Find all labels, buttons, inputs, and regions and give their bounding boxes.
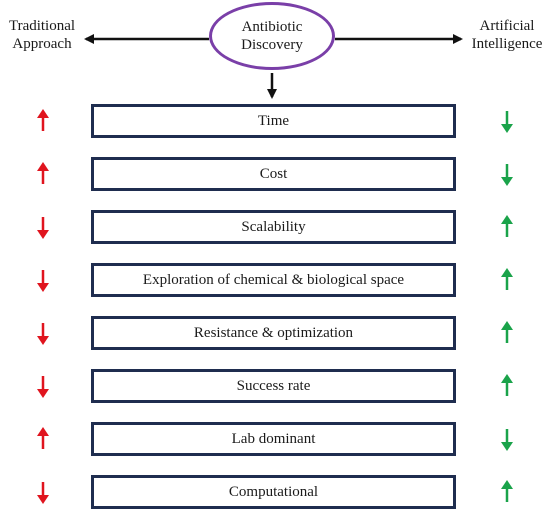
ai-indicator: [497, 422, 517, 456]
ai-down-arrow-icon: [501, 429, 513, 451]
comparison-row: Time: [0, 104, 550, 138]
traditional-indicator: [33, 104, 53, 138]
comparison-row: Success rate: [0, 369, 550, 403]
row-label-box: Time: [91, 104, 456, 138]
traditional-down-arrow-icon: [37, 482, 49, 504]
row-label-box: Scalability: [91, 210, 456, 244]
traditional-label-line2: Approach: [12, 36, 72, 52]
ai-label-line1: Artificial: [479, 18, 535, 34]
ai-up-arrow-icon: [501, 268, 513, 290]
row-label: Exploration of chemical & biological spa…: [142, 271, 405, 288]
row-label-box: Lab dominant: [91, 422, 456, 456]
traditional-up-arrow-icon: [37, 109, 49, 131]
row-label: Lab dominant: [231, 430, 316, 447]
row-label: Time: [257, 112, 290, 129]
comparison-row: Scalability: [0, 210, 550, 244]
traditional-indicator: [33, 369, 53, 403]
ai-indicator: [497, 263, 517, 297]
comparison-row: Exploration of chemical & biological spa…: [0, 263, 550, 297]
ai-down-arrow-icon: [501, 164, 513, 186]
traditional-indicator: [33, 210, 53, 244]
ai-up-arrow-icon: [501, 374, 513, 396]
row-label: Cost: [259, 165, 288, 182]
ai-up-arrow-icon: [501, 321, 513, 343]
traditional-indicator: [33, 157, 53, 191]
traditional-indicator: [33, 263, 53, 297]
oval-label-line1: Antibiotic: [241, 19, 303, 35]
row-label: Success rate: [236, 377, 311, 394]
comparison-row: Lab dominant: [0, 422, 550, 456]
ai-indicator: [497, 475, 517, 509]
row-label-box: Computational: [91, 475, 456, 509]
ai-indicator: [497, 369, 517, 403]
traditional-down-arrow-icon: [37, 376, 49, 398]
artificial-intelligence-label: Artificial Intelligence: [464, 17, 550, 53]
row-label-box: Resistance & optimization: [91, 316, 456, 350]
row-label: Scalability: [241, 218, 306, 235]
traditional-indicator: [33, 316, 53, 350]
ai-up-arrow-icon: [501, 215, 513, 237]
traditional-up-arrow-icon: [37, 162, 49, 184]
ai-indicator: [497, 210, 517, 244]
ai-indicator: [497, 316, 517, 350]
ai-indicator: [497, 157, 517, 191]
ai-up-arrow-icon: [501, 480, 513, 502]
traditional-indicator: [33, 475, 53, 509]
comparison-row: Cost: [0, 157, 550, 191]
traditional-up-arrow-icon: [37, 427, 49, 449]
row-label-box: Exploration of chemical & biological spa…: [91, 263, 456, 297]
row-label: Computational: [228, 483, 319, 500]
traditional-label-line1: Traditional: [8, 18, 76, 34]
traditional-down-arrow-icon: [37, 323, 49, 345]
antibiotic-discovery-oval: Antibiotic Discovery: [209, 2, 335, 70]
traditional-indicator: [33, 422, 53, 456]
row-label-box: Cost: [91, 157, 456, 191]
traditional-down-arrow-icon: [37, 217, 49, 239]
ai-label-line2: Intelligence: [471, 36, 543, 52]
traditional-down-arrow-icon: [37, 270, 49, 292]
row-label: Resistance & optimization: [193, 324, 354, 341]
ai-down-arrow-icon: [501, 111, 513, 133]
ai-indicator: [497, 104, 517, 138]
comparison-row: Computational: [0, 475, 550, 509]
row-label-box: Success rate: [91, 369, 456, 403]
oval-label-line2: Discovery: [241, 37, 303, 53]
traditional-approach-label: Traditional Approach: [0, 17, 84, 53]
comparison-row: Resistance & optimization: [0, 316, 550, 350]
